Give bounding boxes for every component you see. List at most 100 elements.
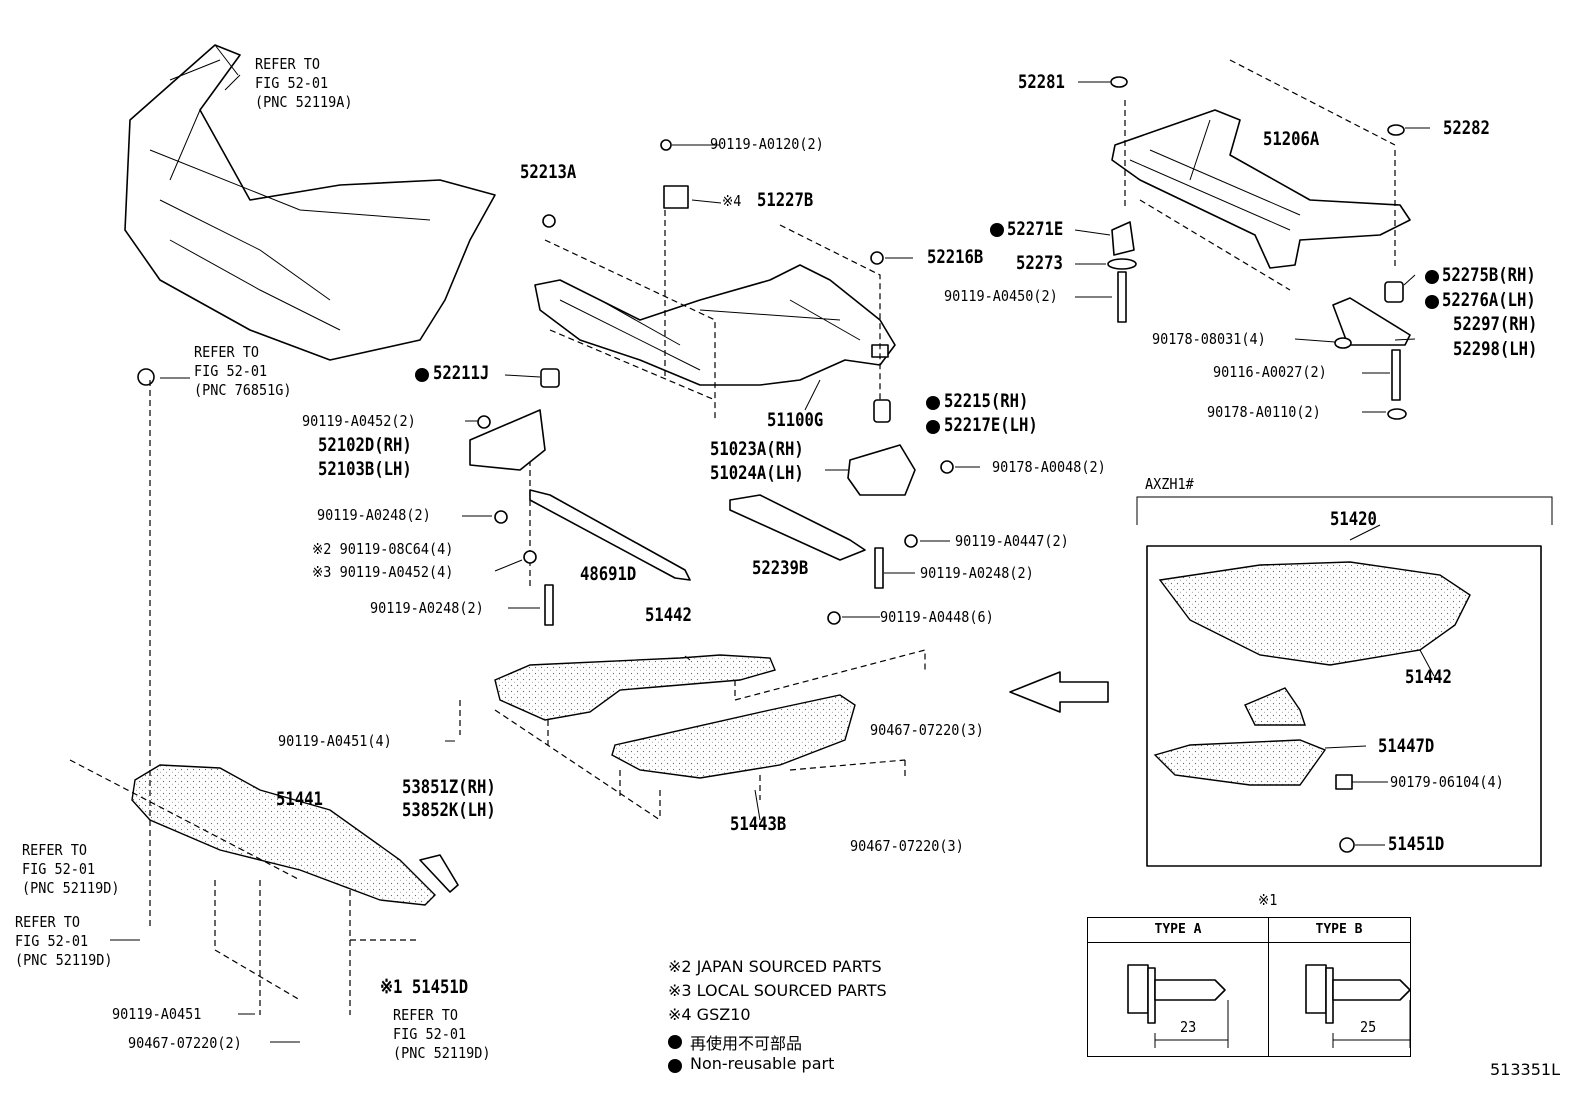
legend-nonreusable-en: Non-reusable part <box>690 1054 835 1073</box>
inset-label-51420: 51420 <box>1330 508 1377 530</box>
label-52239B: 52239B <box>752 557 809 579</box>
nonreusable-dot-52271E <box>990 223 1004 237</box>
refer-bottom-l2: FIG 52-01 <box>393 1025 467 1043</box>
refer-front-bumper-l2: FIG 52-01 <box>255 74 329 92</box>
refer-left2-l2: FIG 52-01 <box>15 932 89 950</box>
label-90178-A0110: 90178-A0110(2) <box>1207 403 1321 421</box>
engine-under-cover-51443B <box>611 694 906 820</box>
label-90119-A0120: 90119-A0120(2) <box>710 135 824 153</box>
refer-bottom-l3: (PNC 52119D) <box>393 1044 491 1062</box>
screw-type-table: TYPE A TYPE B <box>1087 917 1411 1057</box>
label-52281: 52281 <box>1018 71 1065 93</box>
label-51227B: 51227B <box>757 189 814 211</box>
bracket-51227B <box>663 185 689 209</box>
fasteners <box>137 76 1411 626</box>
leader-lines <box>110 74 1435 1043</box>
label-51024A: 51024A(LH) <box>710 462 804 484</box>
label-52103B: 52103B(LH) <box>318 458 412 480</box>
nonreusable-dot-52275B <box>1425 270 1439 284</box>
engine-under-cover-51442 <box>459 649 926 821</box>
refer-retainer-l3: (PNC 76851G) <box>194 381 292 399</box>
refer-left1-l3: (PNC 52119D) <box>22 879 120 897</box>
direction-arrow <box>1009 671 1109 713</box>
legend-dot-jp <box>668 1035 682 1049</box>
inset-label-51451D: 51451D <box>1388 833 1445 855</box>
label-52215: 52215(RH) <box>944 390 1029 412</box>
label-90119-A0452-a: 90119-A0452(2) <box>302 412 416 430</box>
label-51451D-a: ※1 51451D <box>380 976 469 998</box>
type-table-mark: ※1 <box>1258 891 1278 909</box>
label-52271E: 52271E <box>1007 218 1064 240</box>
label-52275B: 52275B(RH) <box>1442 264 1536 286</box>
label-51206A: 51206A <box>1263 128 1320 150</box>
label-52282: 52282 <box>1443 117 1490 139</box>
inset-model: AXZH1# <box>1145 475 1194 493</box>
refer-bottom-l1: REFER TO <box>393 1006 459 1024</box>
label-90467-a: 90467-07220(3) <box>870 721 984 739</box>
label-90119-08C64: ※2 90119-08C64(4) <box>312 540 454 558</box>
label-90467-c: 90467-07220(2) <box>128 1034 242 1052</box>
bracket-53851Z <box>419 854 459 893</box>
label-52276A: 52276A(LH) <box>1442 289 1536 311</box>
inset-frame <box>1136 496 1553 867</box>
label-90119-A0248-b: 90119-A0248(2) <box>920 564 1034 582</box>
front-suspension-member <box>529 224 896 590</box>
label-53851Z: 53851Z(RH) <box>402 776 496 798</box>
refer-left2-l1: REFER TO <box>15 913 81 931</box>
rear-suspension-member <box>1111 59 1411 291</box>
figure-id: 513351L <box>1490 1060 1560 1079</box>
type-b-length: 25 <box>1360 1018 1377 1036</box>
label-90116-A0027: 90116-A0027(2) <box>1213 363 1327 381</box>
nonreusable-dot-52211J <box>415 368 429 382</box>
label-52297: 52297(RH) <box>1453 313 1538 335</box>
nonreusable-dot-52215 <box>926 396 940 410</box>
inset-label-51447D: 51447D <box>1378 735 1435 757</box>
screw-type-b <box>1305 964 1411 1048</box>
legend-gsz10: ※4 GSZ10 <box>668 1005 751 1024</box>
type-a-header: TYPE A <box>1088 918 1268 943</box>
refer-front-bumper-l3: (PNC 52119A) <box>255 93 353 111</box>
label-90119-A0248-c: 90119-A0248(2) <box>370 599 484 617</box>
label-90119-A0447: 90119-A0447(2) <box>955 532 1069 550</box>
label-90119-A0448: 90119-A0448(6) <box>880 608 994 626</box>
label-90119-A0452-b: ※3 90119-A0452(4) <box>312 563 454 581</box>
label-52216B: 52216B <box>927 246 984 268</box>
front-under-cover-51441 <box>69 380 436 1015</box>
refer-front-bumper-l1: REFER TO <box>255 55 321 73</box>
nonreusable-dot-52276A <box>1425 295 1439 309</box>
refer-left1-l2: FIG 52-01 <box>22 860 96 878</box>
bracket-52102D <box>469 409 546 471</box>
label-90119-A0451-a: 90119-A0451(4) <box>278 732 392 750</box>
stabilizer-rod-48691D <box>529 489 691 581</box>
label-52298: 52298(LH) <box>1453 338 1538 360</box>
label-90178-08031: 90178-08031(4) <box>1152 330 1266 348</box>
refer-retainer-l2: FIG 52-01 <box>194 362 268 380</box>
legend-local-sourced: ※3 LOCAL SOURCED PARTS <box>668 981 887 1000</box>
label-90119-A0451-b: 90119-A0451 <box>112 1005 202 1023</box>
refer-left1-l1: REFER TO <box>22 841 88 859</box>
label-53852K: 53852K(LH) <box>402 799 496 821</box>
label-52213A: 52213A <box>520 161 577 183</box>
legend-dot-en <box>668 1059 682 1073</box>
type-b-header: TYPE B <box>1268 918 1410 943</box>
label-51443B: 51443B <box>730 813 787 835</box>
label-90467-b: 90467-07220(3) <box>850 837 964 855</box>
label-51023A: 51023A(RH) <box>710 438 804 460</box>
table-divider <box>1268 918 1269 1056</box>
inset-label-90179: 90179-06104(4) <box>1390 773 1504 791</box>
label-90178-A0048: 90178-A0048(2) <box>992 458 1106 476</box>
legend-nonreusable-jp: 再使用不可部品 <box>690 1034 803 1053</box>
label-51442: 51442 <box>645 604 692 626</box>
label-51441: 51441 <box>276 788 323 810</box>
label-90119-A0248-a: 90119-A0248(2) <box>317 506 431 524</box>
label-90119-A0450: 90119-A0450(2) <box>944 287 1058 305</box>
label-51227B-mark: ※4 <box>722 192 742 210</box>
engine-mount-51023A <box>847 444 916 496</box>
inset-label-51442: 51442 <box>1405 666 1452 688</box>
label-51100G: 51100G <box>767 409 824 431</box>
refer-retainer-l1: REFER TO <box>194 343 260 361</box>
nonreusable-dot-52217E <box>926 420 940 434</box>
label-52102D: 52102D(RH) <box>318 434 412 456</box>
